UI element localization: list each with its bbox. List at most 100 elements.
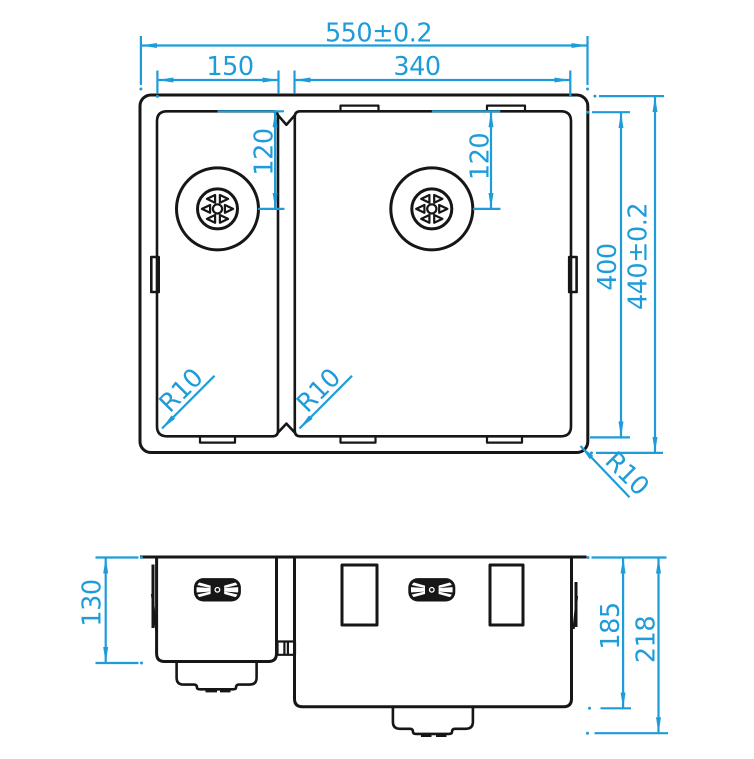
dim-radius-left-bowl-label: R10 (154, 363, 210, 419)
drain-slot (196, 591, 212, 599)
drain-slot (196, 581, 212, 589)
divider-top-notch (277, 114, 296, 127)
dim-bowl-length: 400 (586, 110, 630, 439)
centerline-dot (586, 556, 590, 559)
drain-screw-ring (214, 586, 221, 593)
mounting-clip-bottom-3 (485, 435, 524, 444)
right-drain-center-hole (426, 203, 438, 215)
drain-slot (196, 587, 212, 593)
dim-overall-depth: 218 (586, 557, 668, 735)
mounting-clip-right (567, 255, 578, 294)
centerline-dot (593, 94, 597, 98)
dim-right-drain-offset-label: 120 (466, 133, 496, 180)
left-drain-strainer-ring (196, 187, 239, 231)
left-drain-holes (200, 193, 235, 224)
divider-bottom-notch (277, 422, 296, 434)
drain-slots (410, 581, 453, 599)
dimension-line (161, 375, 216, 430)
centerline-dot (586, 110, 590, 114)
dim-right-bowl-depth-label: 185 (596, 602, 626, 649)
bowl-connector-bracket (276, 640, 297, 656)
right-bowl (293, 110, 573, 438)
bowl-connector-bracket-ribs (283, 641, 289, 655)
right-drain-recess-circle (389, 166, 475, 252)
drain-slot (223, 591, 239, 599)
drain-slot (410, 591, 426, 599)
dimension-line (579, 445, 631, 499)
right-drain-front (408, 578, 456, 602)
top-view (138, 93, 590, 454)
drain-hole (218, 213, 230, 224)
dimension-line (298, 375, 353, 430)
left-drain-front (193, 578, 241, 602)
dim-left-bowl-width-label: 150 (206, 52, 253, 82)
dim-radius-right-bowl: R10 (291, 363, 353, 430)
front-view (140, 555, 587, 737)
centerline-dot (139, 87, 143, 91)
dim-overall-width: 550±0.2 (139, 19, 589, 91)
drain-slot (223, 587, 239, 593)
drain-hub (425, 583, 439, 597)
centerline-dot (140, 661, 143, 665)
dim-overall-length-label: 440±0.2 (624, 203, 654, 310)
drain-hole (438, 203, 449, 214)
mounting-clip-left (150, 255, 161, 294)
drain-slot (410, 581, 426, 589)
side-clip-right-tail (572, 595, 579, 630)
centerline-dot (155, 94, 159, 98)
left-drain-recess-circle (175, 166, 260, 252)
dim-radius-left-bowl: R10 (154, 363, 216, 430)
drain-slot (223, 581, 239, 589)
dim-overall-width-label: 550±0.2 (325, 19, 432, 49)
drain-hole (205, 213, 217, 224)
centerline-dot (586, 87, 589, 91)
outer-rim (138, 93, 590, 454)
centerline-dot (588, 706, 591, 710)
drain-hole (433, 213, 444, 224)
drain-slot (437, 591, 453, 599)
drain-slots (196, 581, 239, 599)
dim-left-bowl-depth-label: 130 (78, 579, 108, 626)
drain-hole (218, 193, 230, 204)
drain-slot (410, 587, 426, 593)
drain-slot (437, 587, 453, 593)
drain-hole (420, 193, 431, 204)
right-drain-strainer-ring (410, 187, 454, 231)
drain-screw-ring (428, 586, 435, 593)
dim-left-bowl-depth: 130 (78, 556, 143, 665)
drain-slot (437, 581, 453, 589)
fastening-bracket-front-1 (340, 563, 379, 627)
dim-bowl-length-label: 400 (593, 243, 623, 290)
right-drain-holes (415, 193, 449, 224)
mounting-clip-bottom-2 (339, 435, 377, 444)
drain-hole (420, 213, 431, 224)
bowl-connector-bracket-body (276, 640, 297, 656)
dim-left-bowl-width: 150 (155, 52, 280, 98)
centerline-dot (140, 556, 143, 559)
side-clip-left-tail (150, 593, 158, 632)
fastening-bracket-front-2 (488, 563, 525, 627)
centerline-dot (586, 731, 589, 735)
left-drain-fitting-front (175, 661, 258, 691)
dim-right-bowl-depth: 185 (586, 556, 667, 710)
left-drain-plan (175, 166, 260, 252)
dim-radius-right-bowl-label: R10 (291, 363, 347, 419)
mounting-clip-bottom-1 (198, 435, 237, 444)
left-bowl-front (155, 557, 278, 663)
dim-overall-depth-label: 218 (632, 616, 662, 663)
dimensions: 550±0.2 150 340 120 1 (78, 19, 668, 735)
dim-left-drain-offset: 120 (217, 110, 285, 210)
right-drain-plan (389, 166, 475, 252)
drain-hub (210, 583, 225, 597)
dim-left-drain-offset-label: 120 (250, 128, 280, 175)
right-drain-fitting-front (391, 706, 475, 736)
dim-right-drain-offset: 120 (431, 110, 501, 210)
mounting-clip-top-2 (485, 104, 527, 113)
drain-hole (415, 203, 426, 214)
drain-hole (433, 193, 444, 204)
dim-right-bowl-width: 340 (293, 52, 572, 97)
mounting-clip-top-1 (339, 104, 380, 113)
right-bowl-front (293, 557, 573, 709)
dim-right-bowl-width-label: 340 (393, 52, 440, 82)
